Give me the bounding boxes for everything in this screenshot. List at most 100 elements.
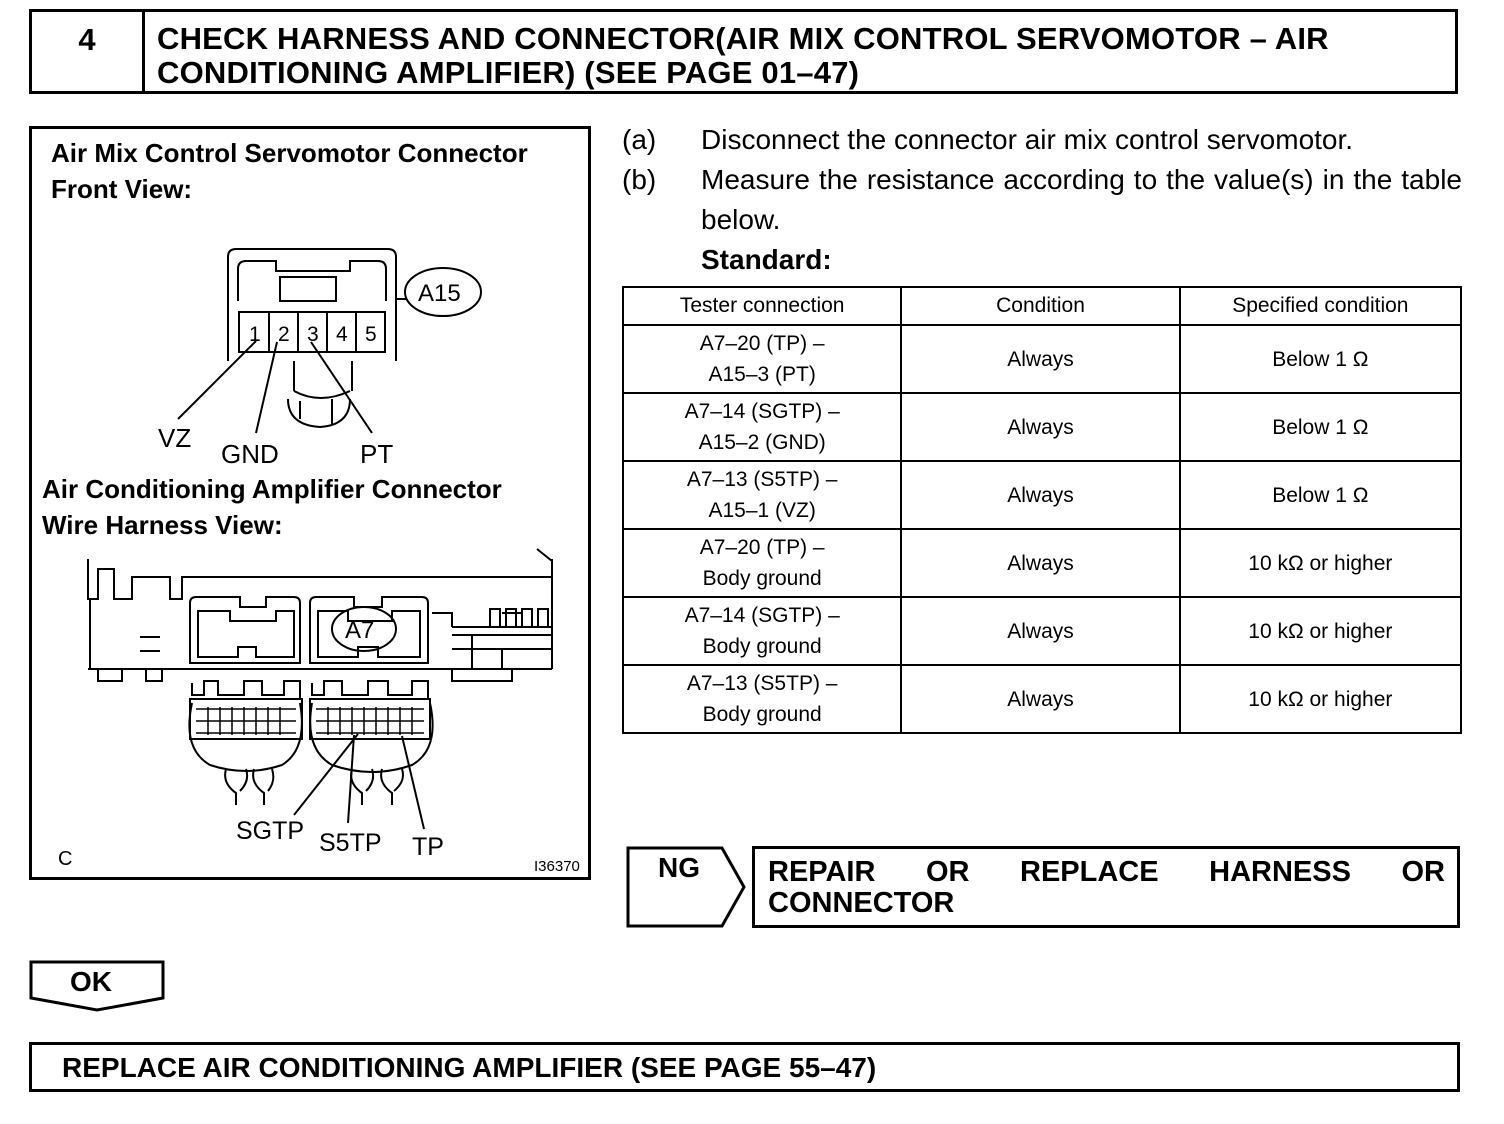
instruction-b-text: Measure the resistance according to the … xyxy=(701,164,1462,235)
connection-line2: Body ground xyxy=(702,703,822,726)
connection-line1: A7–20 (TP) – xyxy=(699,536,825,559)
step-title-line2: CONDITIONING AMPLIFIER) (SEE PAGE 01–47) xyxy=(157,55,860,90)
ng-action-word: OR xyxy=(1401,856,1446,888)
leader-pt xyxy=(310,341,373,434)
instruction-a-text: Disconnect the connector air mix control… xyxy=(701,124,1354,155)
connection-line1: A7–13 (S5TP) – xyxy=(686,468,838,491)
ng-action-word: HARNESS xyxy=(1209,856,1351,888)
pin-5: 5 xyxy=(365,323,377,346)
condition-cell: Always xyxy=(900,596,1181,666)
connection-line1: A7–14 (SGTP) – xyxy=(684,400,840,423)
leader-gnd xyxy=(255,341,278,434)
connection-line2: Body ground xyxy=(702,635,822,658)
resistance-spec-table: Tester connection Condition Specified co… xyxy=(621,286,1463,734)
servo-connector-inner xyxy=(237,260,387,301)
ng-arrow-box xyxy=(626,846,746,928)
pin-2: 2 xyxy=(278,323,290,346)
servo-connector-code: A15 xyxy=(418,280,461,307)
connector-figure: 1 2 3 4 5 A15 VZ GND PT A7 SGTP S5TP TP … xyxy=(29,126,591,880)
instruction-steps: (a) Disconnect the connector air mix con… xyxy=(622,120,1462,280)
amp-receptacle-right xyxy=(309,596,429,664)
amp-pin-cavities xyxy=(196,707,424,735)
header-tester-connection: Tester connection xyxy=(621,286,903,326)
figure-id: I36370 xyxy=(534,858,580,875)
leader-tp xyxy=(401,735,425,830)
amp-connector-title: Air Conditioning Amplifier Connector Wir… xyxy=(42,471,502,543)
ng-action-word: REPAIR xyxy=(768,856,876,888)
leader-vz xyxy=(177,340,257,420)
tester-connection-cell: A7–20 (TP) – A15–3 (PT) xyxy=(621,324,903,394)
wire-label-sgtp: SGTP xyxy=(236,817,304,845)
pin-1: 1 xyxy=(249,323,261,346)
spec-cell: Below 1 Ω xyxy=(1178,324,1463,394)
instruction-a: (a) Disconnect the connector air mix con… xyxy=(622,120,1462,160)
amp-housing xyxy=(87,559,553,600)
spec-cell: Below 1 Ω xyxy=(1178,460,1463,530)
tester-connection-cell: A7–13 (S5TP) – Body ground xyxy=(621,664,903,734)
table-row: A7–14 (SGTP) – A15–2 (GND) Always Below 1… xyxy=(621,392,1463,462)
servo-connector-title-line1: Air Mix Control Servomotor Connector xyxy=(51,138,528,168)
condition-cell: Always xyxy=(900,460,1181,530)
wire-label-gnd: GND xyxy=(221,439,279,469)
connection-line2: A15–2 (GND) xyxy=(698,431,826,454)
ng-action-word: REPLACE xyxy=(1020,856,1159,888)
ng-action-line2: CONNECTOR xyxy=(768,887,955,919)
a7-callout xyxy=(331,606,397,652)
amp-connector-title-line2: Wire Harness View: xyxy=(42,510,283,540)
table-row: A7–20 (TP) –Body ground Always 10 kΩ or … xyxy=(621,528,1463,598)
table-row: A7–20 (TP) – A15–3 (PT) Always Below 1 Ω xyxy=(621,324,1463,394)
instruction-b: (b) Measure the resistance according to … xyxy=(622,160,1462,240)
step-title-line1: CHECK HARNESS AND CONNECTOR(AIR MIX CONT… xyxy=(157,21,1329,56)
wire-label-pt: PT xyxy=(360,439,393,469)
tester-connection-cell: A7–20 (TP) –Body ground xyxy=(621,528,903,598)
header-condition: Condition xyxy=(900,286,1181,326)
condition-cell: Always xyxy=(900,392,1181,462)
tester-connection-cell: A7–14 (SGTP) – Body ground xyxy=(621,596,903,666)
instruction-b-letter: (b) xyxy=(622,164,657,195)
servo-connector-title: Air Mix Control Servomotor Connector Fro… xyxy=(51,135,528,207)
pin-3: 3 xyxy=(307,323,319,346)
table-row: A7–14 (SGTP) – Body ground Always 10 kΩ o… xyxy=(621,596,1463,666)
condition-cell: Always xyxy=(900,664,1181,734)
connector-diagram: 1 2 3 4 5 A15 VZ GND PT A7 SGTP S5TP TP … xyxy=(58,248,580,875)
table-header-row: Tester connection Condition Specified co… xyxy=(621,286,1463,326)
connection-line2: A15–1 (VZ) xyxy=(708,499,816,522)
amp-receptacle-left xyxy=(189,596,301,664)
leader-sgtp xyxy=(293,733,359,816)
connection-line1: A7–13 (S5TP) – xyxy=(686,672,838,695)
ok-label: OK xyxy=(70,966,112,997)
amp-connector-title-line1: Air Conditioning Amplifier Connector xyxy=(42,474,502,504)
leader-s5tp xyxy=(347,734,355,824)
ng-action-line1: REPAIR OR REPLACE HARNESS OR xyxy=(768,857,1445,888)
final-action-box: REPLACE AIR CONDITIONING AMPLIFIER (SEE … xyxy=(29,1042,1460,1092)
spec-cell: 10 kΩ or higher xyxy=(1178,596,1463,666)
amp-plug-right xyxy=(311,680,429,699)
standard-label: Standard: xyxy=(701,244,832,275)
servo-connector-housing xyxy=(227,248,397,361)
servo-harness xyxy=(287,361,353,429)
spec-cell: Below 1 Ω xyxy=(1178,392,1463,462)
figure-corner-letter: C xyxy=(58,848,72,870)
connection-line1: A7–14 (SGTP) – xyxy=(684,604,840,627)
connection-line2: A15–3 (PT) xyxy=(708,363,816,386)
condition-cell: Always xyxy=(900,324,1181,394)
tester-connection-cell: A7–13 (S5TP) – A15–1 (VZ) xyxy=(621,460,903,530)
ng-action-word: OR xyxy=(925,856,970,888)
step-number: 4 xyxy=(32,12,145,91)
header-specified-condition: Specified condition xyxy=(1178,286,1463,326)
servo-latch xyxy=(279,276,337,302)
step-title: CHECK HARNESS AND CONNECTOR(AIR MIX CONT… xyxy=(145,12,1455,91)
servo-pin-block xyxy=(238,311,386,353)
table-row: A7–13 (S5TP) –Body ground Always 10 kΩ o… xyxy=(621,664,1463,734)
amp-connector-code: A7 xyxy=(345,617,374,644)
ok-arrow-box xyxy=(29,960,165,1012)
ng-action-box: REPAIR OR REPLACE HARNESS OR CONNECTOR xyxy=(752,846,1460,928)
spec-cell: 10 kΩ or higher xyxy=(1178,528,1463,598)
amp-plug-left xyxy=(191,680,301,699)
wire-label-tp: TP xyxy=(412,833,444,861)
servo-connector-title-line2: Front View: xyxy=(51,174,193,204)
tester-connection-cell: A7–14 (SGTP) – A15–2 (GND) xyxy=(621,392,903,462)
wire-label-vz: VZ xyxy=(158,423,191,453)
connection-line1: A7–20 (TP) – xyxy=(699,332,825,355)
wire-label-s5tp: S5TP xyxy=(319,829,382,857)
